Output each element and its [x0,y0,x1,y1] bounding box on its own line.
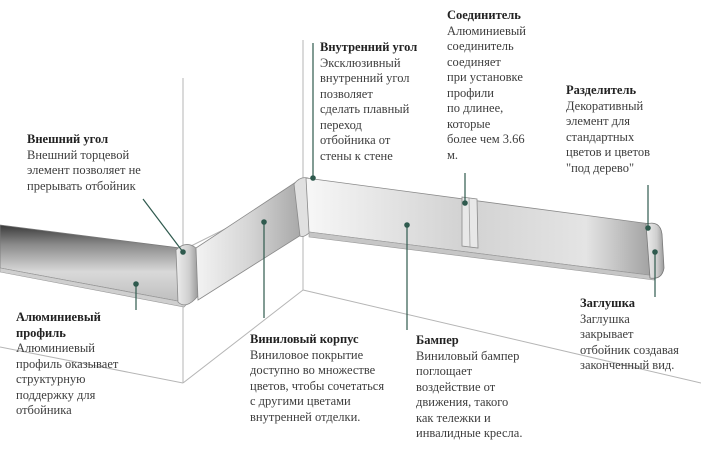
left-guard-bottom [0,267,189,308]
leader-dot-connector [462,200,468,206]
left-guard [0,224,189,304]
callout-title: Разделитель [566,83,637,97]
middle-guard [195,181,302,301]
callout-title: Внутренний угол [320,40,418,54]
callout-aluminum-profile: Алюминиевый профиль Алюминиевый профиль … [16,310,118,419]
leader-outer-corner [142,198,184,253]
callout-description: Алюминиевый соединитель соединяет при ус… [447,23,526,162]
leader-dot-divider [645,225,651,231]
leader-dot-end-cap [652,249,658,255]
outer-corner-piece [175,244,199,306]
callout-outer-corner: Внешний угол Внешний торцевой элемент по… [27,132,141,194]
callout-divider: Разделитель Декоративный элемент для ста… [566,83,650,176]
callout-inner-corner: Внутренний угол Эксклюзивный внутренний … [320,40,417,164]
callout-description: Заглушка закрывает отбойник создавая зак… [580,311,679,373]
callout-description: Эксклюзивный внутренний угол позволяет с… [320,55,410,163]
callout-connector: Соединитель Алюминиевый соединитель соед… [447,8,526,163]
callout-description: Виниловое покрытие доступно во множестве… [250,347,385,424]
floor-line-left [0,346,184,384]
floor-line-right [302,289,701,384]
leader-dot-outer-corner [180,249,186,255]
leader-dot-aluminum-profile [133,281,139,287]
right-guard [305,177,657,277]
leader-dot-vinyl-body [261,219,267,225]
callout-vinyl-body: Виниловый корпус Виниловое покрытие дост… [250,332,384,425]
callout-title: Бампер [416,333,459,347]
floor-line-mid [182,289,304,384]
callout-title: Соединитель [447,8,521,22]
callout-description: Виниловый бампер поглощает воздействие о… [416,348,523,441]
callout-bumper: Бампер Виниловый бампер поглощает воздей… [416,333,522,442]
leader-dot-inner-corner [310,175,316,181]
callout-description: Декоративный элемент для стандартных цве… [566,98,650,175]
callout-title: Алюминиевый профиль [16,310,101,340]
callout-title: Внешний угол [27,132,109,146]
callout-title: Виниловый корпус [250,332,359,346]
connector-seam [468,197,471,248]
callout-end-cap: Заглушка Заглушка закрывает отбойник соз… [580,296,679,374]
leader-lines [133,43,658,330]
callout-description: Алюминиевый профиль оказывает структурну… [16,341,119,417]
callout-title: Заглушка [580,296,635,310]
callout-description: Внешний торцевой элемент позволяет не пр… [27,147,141,193]
right-guard-bottom [308,231,657,281]
leader-dot-bumper [404,222,410,228]
connector-piece [461,196,479,249]
